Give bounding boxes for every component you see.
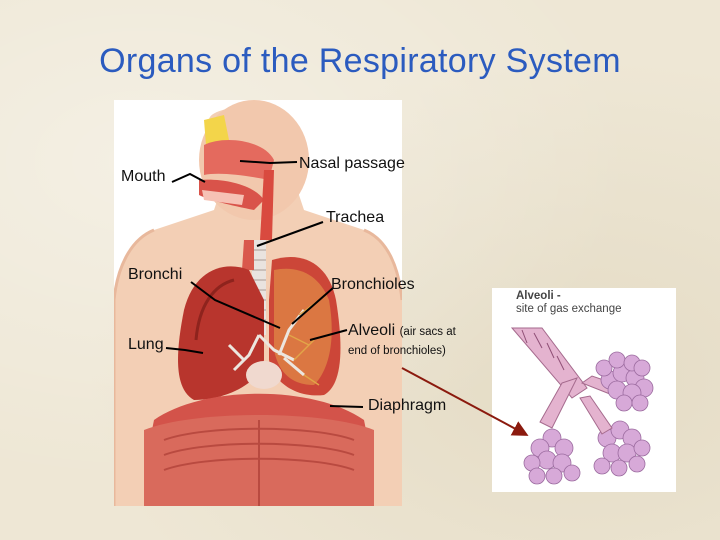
label-alveoli-note-2: end of bronchioles)	[348, 345, 446, 357]
label-alveoli-main: Alveoli	[348, 322, 396, 339]
inset-title-line2: site of gas exchange	[516, 303, 622, 315]
label-alveoli: Alveoli (air sacs at	[348, 322, 456, 340]
slide-title: Organs of the Respiratory System	[99, 42, 621, 80]
label-nasal-passage: Nasal passage	[299, 155, 405, 172]
inset-title: Alveoli - site of gas exchange	[516, 290, 622, 316]
label-trachea: Trachea	[326, 209, 385, 226]
label-alveoli-note-1: (air sacs at	[399, 326, 456, 338]
label-diaphragm: Diaphragm	[368, 397, 447, 414]
label-bronchioles: Bronchioles	[331, 276, 415, 293]
label-lung: Lung	[128, 336, 164, 353]
label-bronchi: Bronchi	[128, 266, 183, 283]
alveoli-inset: Alveoli - site of gas exchange	[492, 288, 676, 492]
label-mouth: Mouth	[121, 168, 166, 185]
inset-title-line1: Alveoli -	[516, 290, 561, 302]
